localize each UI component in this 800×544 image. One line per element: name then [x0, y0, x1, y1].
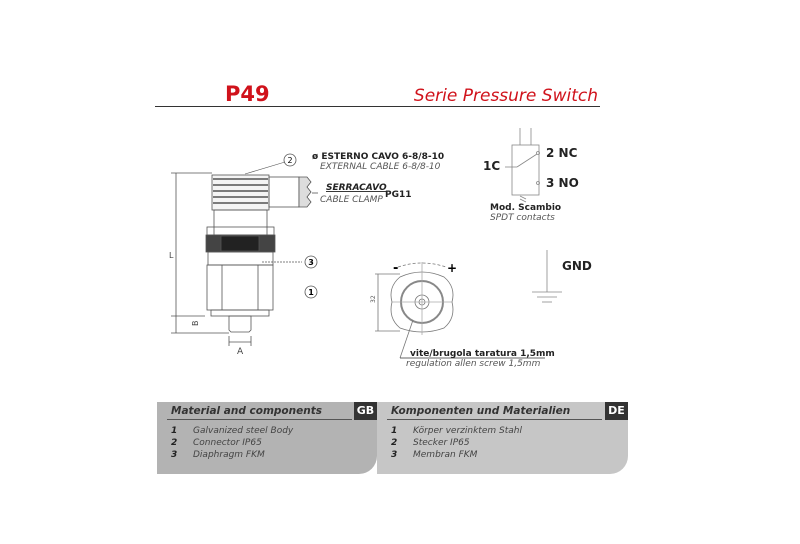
- cable-label-en: EXTERNAL CABLE 6-8/8-10: [320, 162, 441, 172]
- top-view-drawing: [375, 262, 545, 359]
- screw-label-en: regulation allen screw 1,5mm: [406, 359, 541, 369]
- series-title: Serie Pressure Switch: [413, 86, 598, 106]
- screw-label-it: vite/brugola taratura 1,5mm: [410, 349, 555, 359]
- clamp-label-it: SERRACAVO: [326, 183, 387, 193]
- dimension-32: 32: [370, 295, 377, 303]
- mod-label-en: SPDT contacts: [490, 213, 555, 223]
- header-divider: [155, 106, 600, 107]
- callout-2: 2: [287, 156, 292, 165]
- mod-label-it: Mod. Scambio: [490, 203, 561, 213]
- callout-1: 1: [308, 288, 314, 297]
- panel-divider: [167, 419, 352, 420]
- adjust-plus: +: [447, 261, 457, 275]
- terminal-3no: 3 NO: [546, 176, 579, 190]
- pressure-switch-drawing: [171, 153, 318, 346]
- gnd-label: GND: [562, 259, 592, 273]
- dimension-A: A: [237, 347, 244, 357]
- terminal-1c: 1C: [483, 159, 500, 173]
- dimension-L: L: [169, 251, 174, 260]
- language-badge-gb: GB: [354, 402, 377, 420]
- terminal-2nc: 2 NC: [546, 146, 578, 160]
- dimension-B: B: [191, 321, 200, 327]
- cable-label-it: ø ESTERNO CAVO 6-8/8-10: [312, 152, 444, 162]
- panel-title: Komponenten und Materialien: [391, 405, 571, 417]
- callout-3: 3: [308, 258, 314, 267]
- clamp-thread: PG11: [385, 190, 412, 200]
- adjust-minus: -: [393, 261, 398, 276]
- panel-title: Material and components: [171, 405, 322, 417]
- clamp-label-en: CABLE CLAMP: [320, 195, 383, 205]
- panel-divider: [387, 419, 602, 420]
- spdt-schematic: [505, 128, 562, 303]
- product-code: P49: [225, 82, 270, 106]
- language-badge-de: DE: [605, 402, 628, 420]
